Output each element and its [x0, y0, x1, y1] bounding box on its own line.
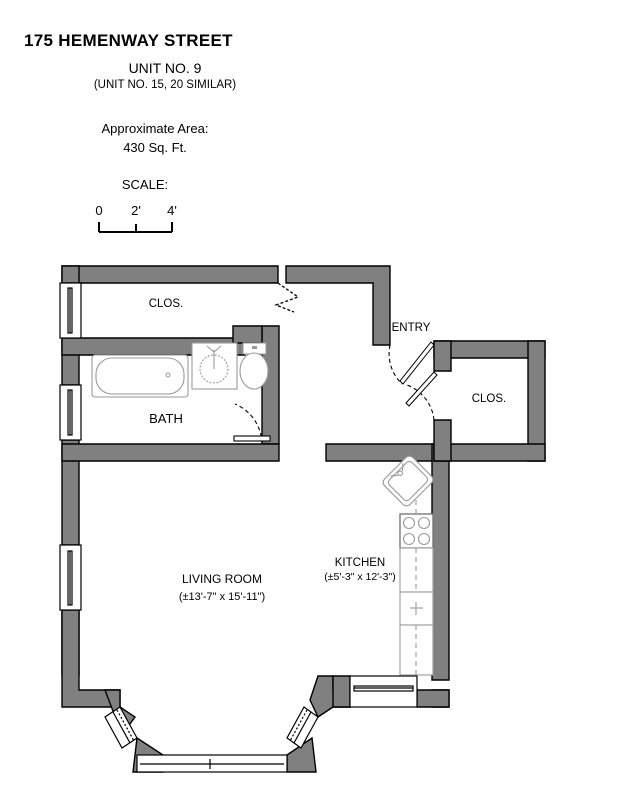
scale-bar: 0 2' 4' [95, 203, 177, 233]
window-left-lower[interactable] [59, 544, 82, 611]
bifold-closet-door[interactable] [274, 282, 300, 313]
wall-bath-south [61, 443, 280, 462]
scale-tick-2: 2' [131, 203, 141, 218]
room-dims-kitchen: (±5'-3" x 12'-3") [324, 571, 396, 583]
room-label-bath: BATH [149, 411, 183, 426]
wall-kitchen-east [431, 443, 450, 681]
room-label-kitchen: KITCHEN [335, 557, 385, 569]
page-title: 175 HEMENWAY STREET [24, 31, 233, 50]
wall-left-corner-top [61, 265, 80, 284]
bathtub [91, 354, 189, 398]
scale-tick-0: 0 [95, 203, 102, 218]
toilet [239, 342, 269, 390]
fixtures [91, 342, 434, 676]
windows [59, 282, 418, 773]
window-left-middle[interactable] [59, 384, 82, 441]
room-label-closet-entry: CLOS. [472, 393, 507, 405]
room-label-living-room: LIVING ROOM [182, 572, 262, 586]
range-cooktop [399, 513, 434, 549]
wall-closet-east [527, 340, 546, 462]
wall-bottom-right-seg [416, 689, 450, 708]
room-label-closet-bedroom: CLOS. [149, 298, 184, 310]
room-labels: CLOS. BATH ENTRY CLOS. KITCHEN (±5'-3" x… [149, 298, 507, 603]
unit-number: UNIT NO. 9 [128, 60, 202, 76]
bay-window-left-angle[interactable] [104, 706, 138, 749]
doors [233, 282, 438, 445]
window-left-upper[interactable] [59, 282, 82, 339]
scale-label: SCALE: [121, 177, 169, 192]
wall-kitchen-north [325, 443, 450, 462]
scale-tick-4: 4' [167, 203, 177, 218]
bay-window-right-angle[interactable] [286, 706, 319, 749]
wall-structure [61, 265, 546, 773]
refrigerator [410, 602, 423, 615]
approximate-area-label: Approximate Area: [101, 121, 209, 136]
sink-vanity [191, 342, 238, 390]
approximate-area-value: 430 Sq. Ft. [123, 140, 187, 155]
bath-swing-door[interactable] [233, 403, 271, 445]
wall-closet-west-lower [433, 419, 452, 462]
room-label-entry: ENTRY [392, 322, 431, 334]
wall-closet-west-upper [433, 340, 452, 372]
entry-swing-door[interactable] [388, 341, 435, 385]
wall-bottom-right-pier [332, 675, 351, 708]
bay-window-center[interactable] [136, 754, 288, 773]
room-dims-living-room: (±13'-7" x 15'-11") [179, 591, 265, 603]
window-bottom-right[interactable] [349, 675, 418, 708]
counter [399, 500, 434, 676]
wall-top-left [61, 265, 279, 284]
wall-bath-partition-stub [232, 325, 263, 344]
wall-top-right [285, 265, 391, 346]
unit-similar-note: (UNIT NO. 15, 20 SIMILAR) [93, 79, 237, 91]
kitchen-sink [382, 455, 434, 507]
closet-swing-door[interactable] [405, 371, 438, 421]
